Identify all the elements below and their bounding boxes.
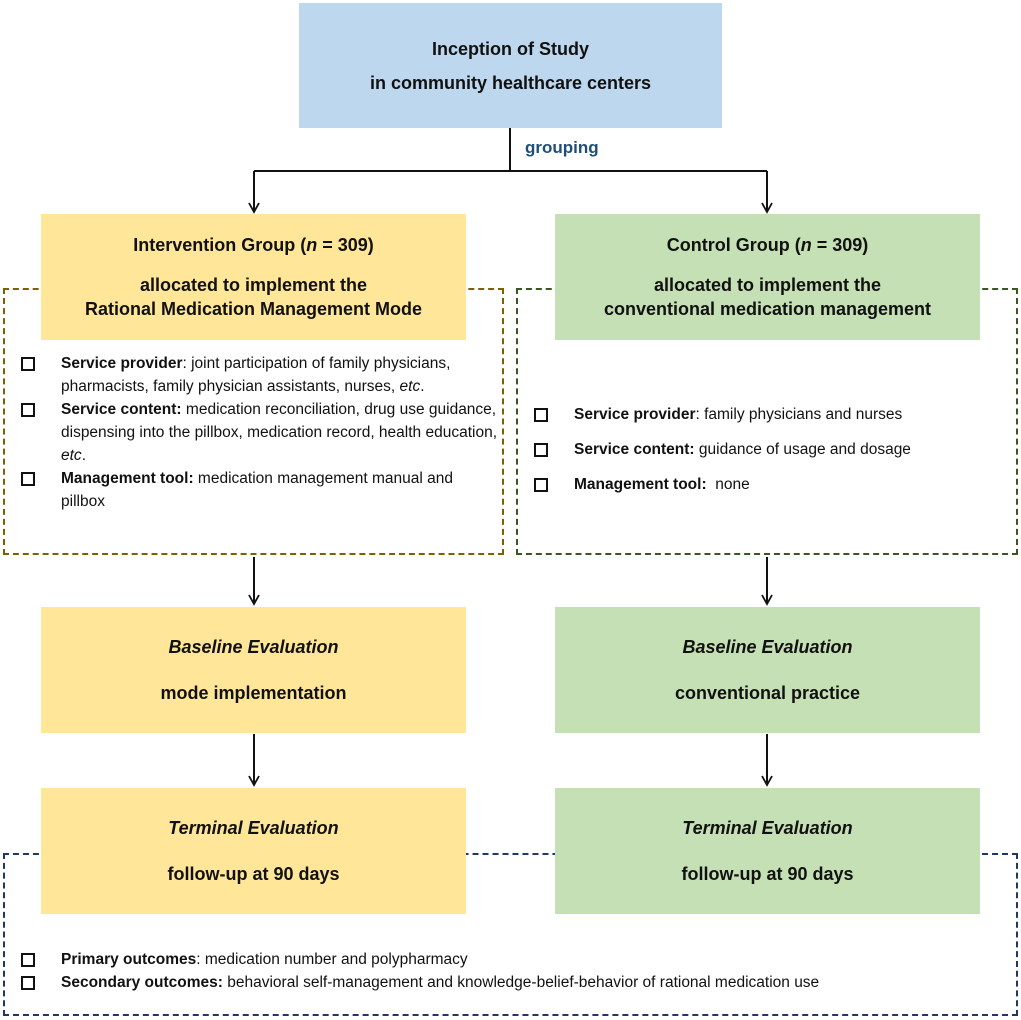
intervention-line3: Rational Medication Management Mode [84,299,423,319]
inception-line1: Inception of Study [432,38,589,59]
control-terminal-box: Terminal Evaluation follow-up at 90 days [555,788,980,914]
control-bullets: Service provider: family physicians and … [530,397,1010,502]
checkbox-icon [534,408,548,422]
inception-box: Inception of Study in community healthca… [299,3,722,128]
inception-line2: in community healthcare centers [369,72,652,93]
checkbox-icon [21,953,35,967]
intervention-baseline-subtitle: mode implementation [160,683,347,703]
list-item: Service content: medication reconciliati… [17,398,497,467]
control-baseline-box: Baseline Evaluation conventional practic… [555,607,980,733]
control-line2: allocated to implement the [653,275,882,295]
checkbox-icon [21,357,35,371]
checkbox-icon [21,976,35,990]
control-terminal-title: Terminal Evaluation [682,818,853,838]
checkbox-icon [21,403,35,417]
control-title: Control Group (n = 309) [666,235,869,255]
control-terminal-subtitle: follow-up at 90 days [681,864,854,884]
control-group-box: Control Group (n = 309) allocated to imp… [555,214,980,340]
list-item: Secondary outcomes: behavioral self-mana… [17,971,1007,994]
intervention-line2: allocated to implement the [139,275,368,295]
intervention-baseline-box: Baseline Evaluation mode implementation [41,607,466,733]
control-line3: conventional medication management [603,299,932,319]
list-item: Primary outcomes: medication number and … [17,948,1007,971]
outcomes-list: Primary outcomes: medication number and … [17,948,1007,994]
checkbox-icon [534,478,548,492]
intervention-baseline-title: Baseline Evaluation [168,637,339,657]
list-item: Service provider: family physicians and … [530,397,1010,432]
list-item: Management tool: none [530,467,1010,502]
intervention-terminal-box: Terminal Evaluation follow-up at 90 days [41,788,466,914]
checkbox-icon [21,472,35,486]
grouping-label: grouping [525,138,599,157]
control-baseline-subtitle: conventional practice [674,683,861,703]
intervention-terminal-subtitle: follow-up at 90 days [167,864,340,884]
intervention-terminal-title: Terminal Evaluation [168,818,339,838]
checkbox-icon [534,443,548,457]
intervention-group-box: Intervention Group (n = 309) allocated t… [41,214,466,340]
list-item: Service content: guidance of usage and d… [530,432,1010,467]
list-item: Service provider: joint participation of… [17,352,497,398]
intervention-title: Intervention Group (n = 309) [133,235,374,255]
list-item: Management tool: medication management m… [17,467,497,513]
intervention-bullets: Service provider: joint participation of… [17,352,497,513]
control-baseline-title: Baseline Evaluation [682,637,853,657]
